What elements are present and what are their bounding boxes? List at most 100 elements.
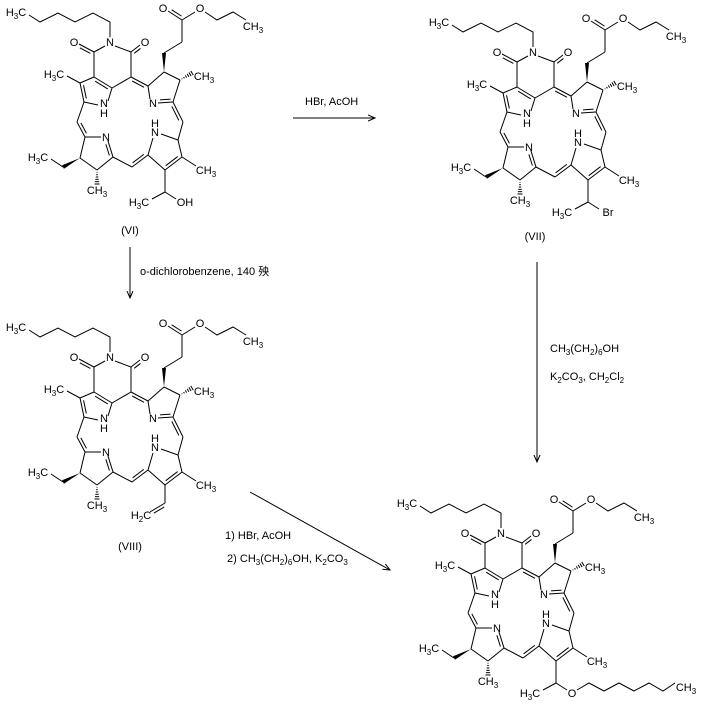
hash-bond xyxy=(184,390,188,393)
wedge-bond xyxy=(162,368,166,387)
bond xyxy=(555,647,574,662)
methyl-label: H3C xyxy=(520,688,540,702)
double-bond xyxy=(83,400,87,414)
double-bond xyxy=(165,156,178,167)
bond xyxy=(112,156,133,168)
bond xyxy=(79,397,85,418)
bond xyxy=(583,143,602,151)
bond xyxy=(130,44,141,53)
bond xyxy=(78,358,95,368)
double-bond xyxy=(496,635,501,647)
reagent-text: HBr, AcOH xyxy=(305,96,358,108)
bond xyxy=(470,627,477,650)
bond xyxy=(172,101,184,123)
pyrrole-h: H xyxy=(100,108,108,120)
compound-label-vii: (VII) xyxy=(525,231,546,243)
pyrrole-n: N xyxy=(151,442,159,454)
arrow-vi-to-viii: o-dichlorobenzene, 140 殃 xyxy=(130,247,269,298)
double-bond xyxy=(554,90,568,98)
ester-o: O xyxy=(196,318,205,330)
pyrroline-n: N xyxy=(149,98,157,110)
double-bond xyxy=(80,437,87,449)
atom-label: CH3 xyxy=(194,71,215,85)
bond xyxy=(522,645,540,659)
bond xyxy=(498,578,504,593)
double-bond xyxy=(594,116,603,131)
bond xyxy=(570,164,589,181)
bond xyxy=(470,573,476,594)
bond xyxy=(590,20,606,31)
arrow-line xyxy=(249,491,390,570)
bond xyxy=(163,386,181,396)
ester-o: O xyxy=(159,318,168,330)
bond xyxy=(555,682,568,691)
carbonyl-o: O xyxy=(564,47,573,59)
pyrrole-n: N xyxy=(151,127,159,139)
bond xyxy=(66,75,81,84)
bond xyxy=(167,10,183,21)
bond xyxy=(506,111,522,116)
bond xyxy=(473,168,487,178)
double-bond xyxy=(171,9,182,17)
compound-label-vi: (VI) xyxy=(121,225,139,237)
atom-label: CH3 xyxy=(585,562,606,576)
bond xyxy=(502,567,523,580)
hash-bond xyxy=(574,567,576,570)
pyrroline-n: N xyxy=(572,108,580,120)
atom-label: CH3 xyxy=(87,500,108,514)
atom-label: H3C xyxy=(28,467,48,481)
double-bond xyxy=(502,57,514,64)
bond xyxy=(501,53,518,63)
bond xyxy=(107,87,113,102)
bond xyxy=(181,326,196,336)
double-bond xyxy=(131,395,145,403)
carbonyl-o: O xyxy=(70,352,79,364)
bond xyxy=(595,111,607,133)
bond xyxy=(551,624,570,632)
bond xyxy=(570,81,588,97)
bond xyxy=(147,71,165,87)
bond xyxy=(580,111,597,114)
bond xyxy=(107,402,113,417)
double-bond xyxy=(523,644,536,655)
bond xyxy=(554,562,572,572)
double-bond xyxy=(171,324,182,332)
hexyl-chain xyxy=(28,327,111,352)
ester-o: O xyxy=(587,494,596,506)
pyrroline-n: N xyxy=(102,132,110,144)
bond xyxy=(177,139,183,158)
bond xyxy=(587,201,600,210)
methyl-label: H3C xyxy=(552,207,572,221)
ester-o: O xyxy=(159,3,168,15)
bond xyxy=(521,535,532,544)
bond xyxy=(572,502,587,512)
pyrrole-n: N xyxy=(100,98,108,110)
pyrrole-h: H xyxy=(574,128,582,140)
double-bond xyxy=(556,647,569,658)
bond xyxy=(50,158,64,168)
bond xyxy=(164,471,183,486)
bond xyxy=(147,137,154,156)
bond xyxy=(558,501,574,512)
atom-label: H3C xyxy=(44,384,64,398)
pyrroline-n: N xyxy=(102,447,110,459)
atom-label: CH3 xyxy=(194,386,215,400)
imide-n: N xyxy=(529,47,537,59)
hash-bond xyxy=(183,76,185,79)
bond xyxy=(574,201,589,210)
bond xyxy=(487,647,505,662)
carbonyl-o: O xyxy=(532,528,541,540)
bond xyxy=(131,469,149,483)
double-bond xyxy=(94,80,108,90)
bond xyxy=(130,76,149,87)
propyl-chain xyxy=(204,326,247,336)
double-bond xyxy=(555,163,568,174)
atom-label: H3C xyxy=(451,162,471,176)
bond xyxy=(542,682,557,691)
bond xyxy=(76,121,86,138)
bond xyxy=(107,455,114,473)
atom-label: H3C xyxy=(419,643,439,657)
